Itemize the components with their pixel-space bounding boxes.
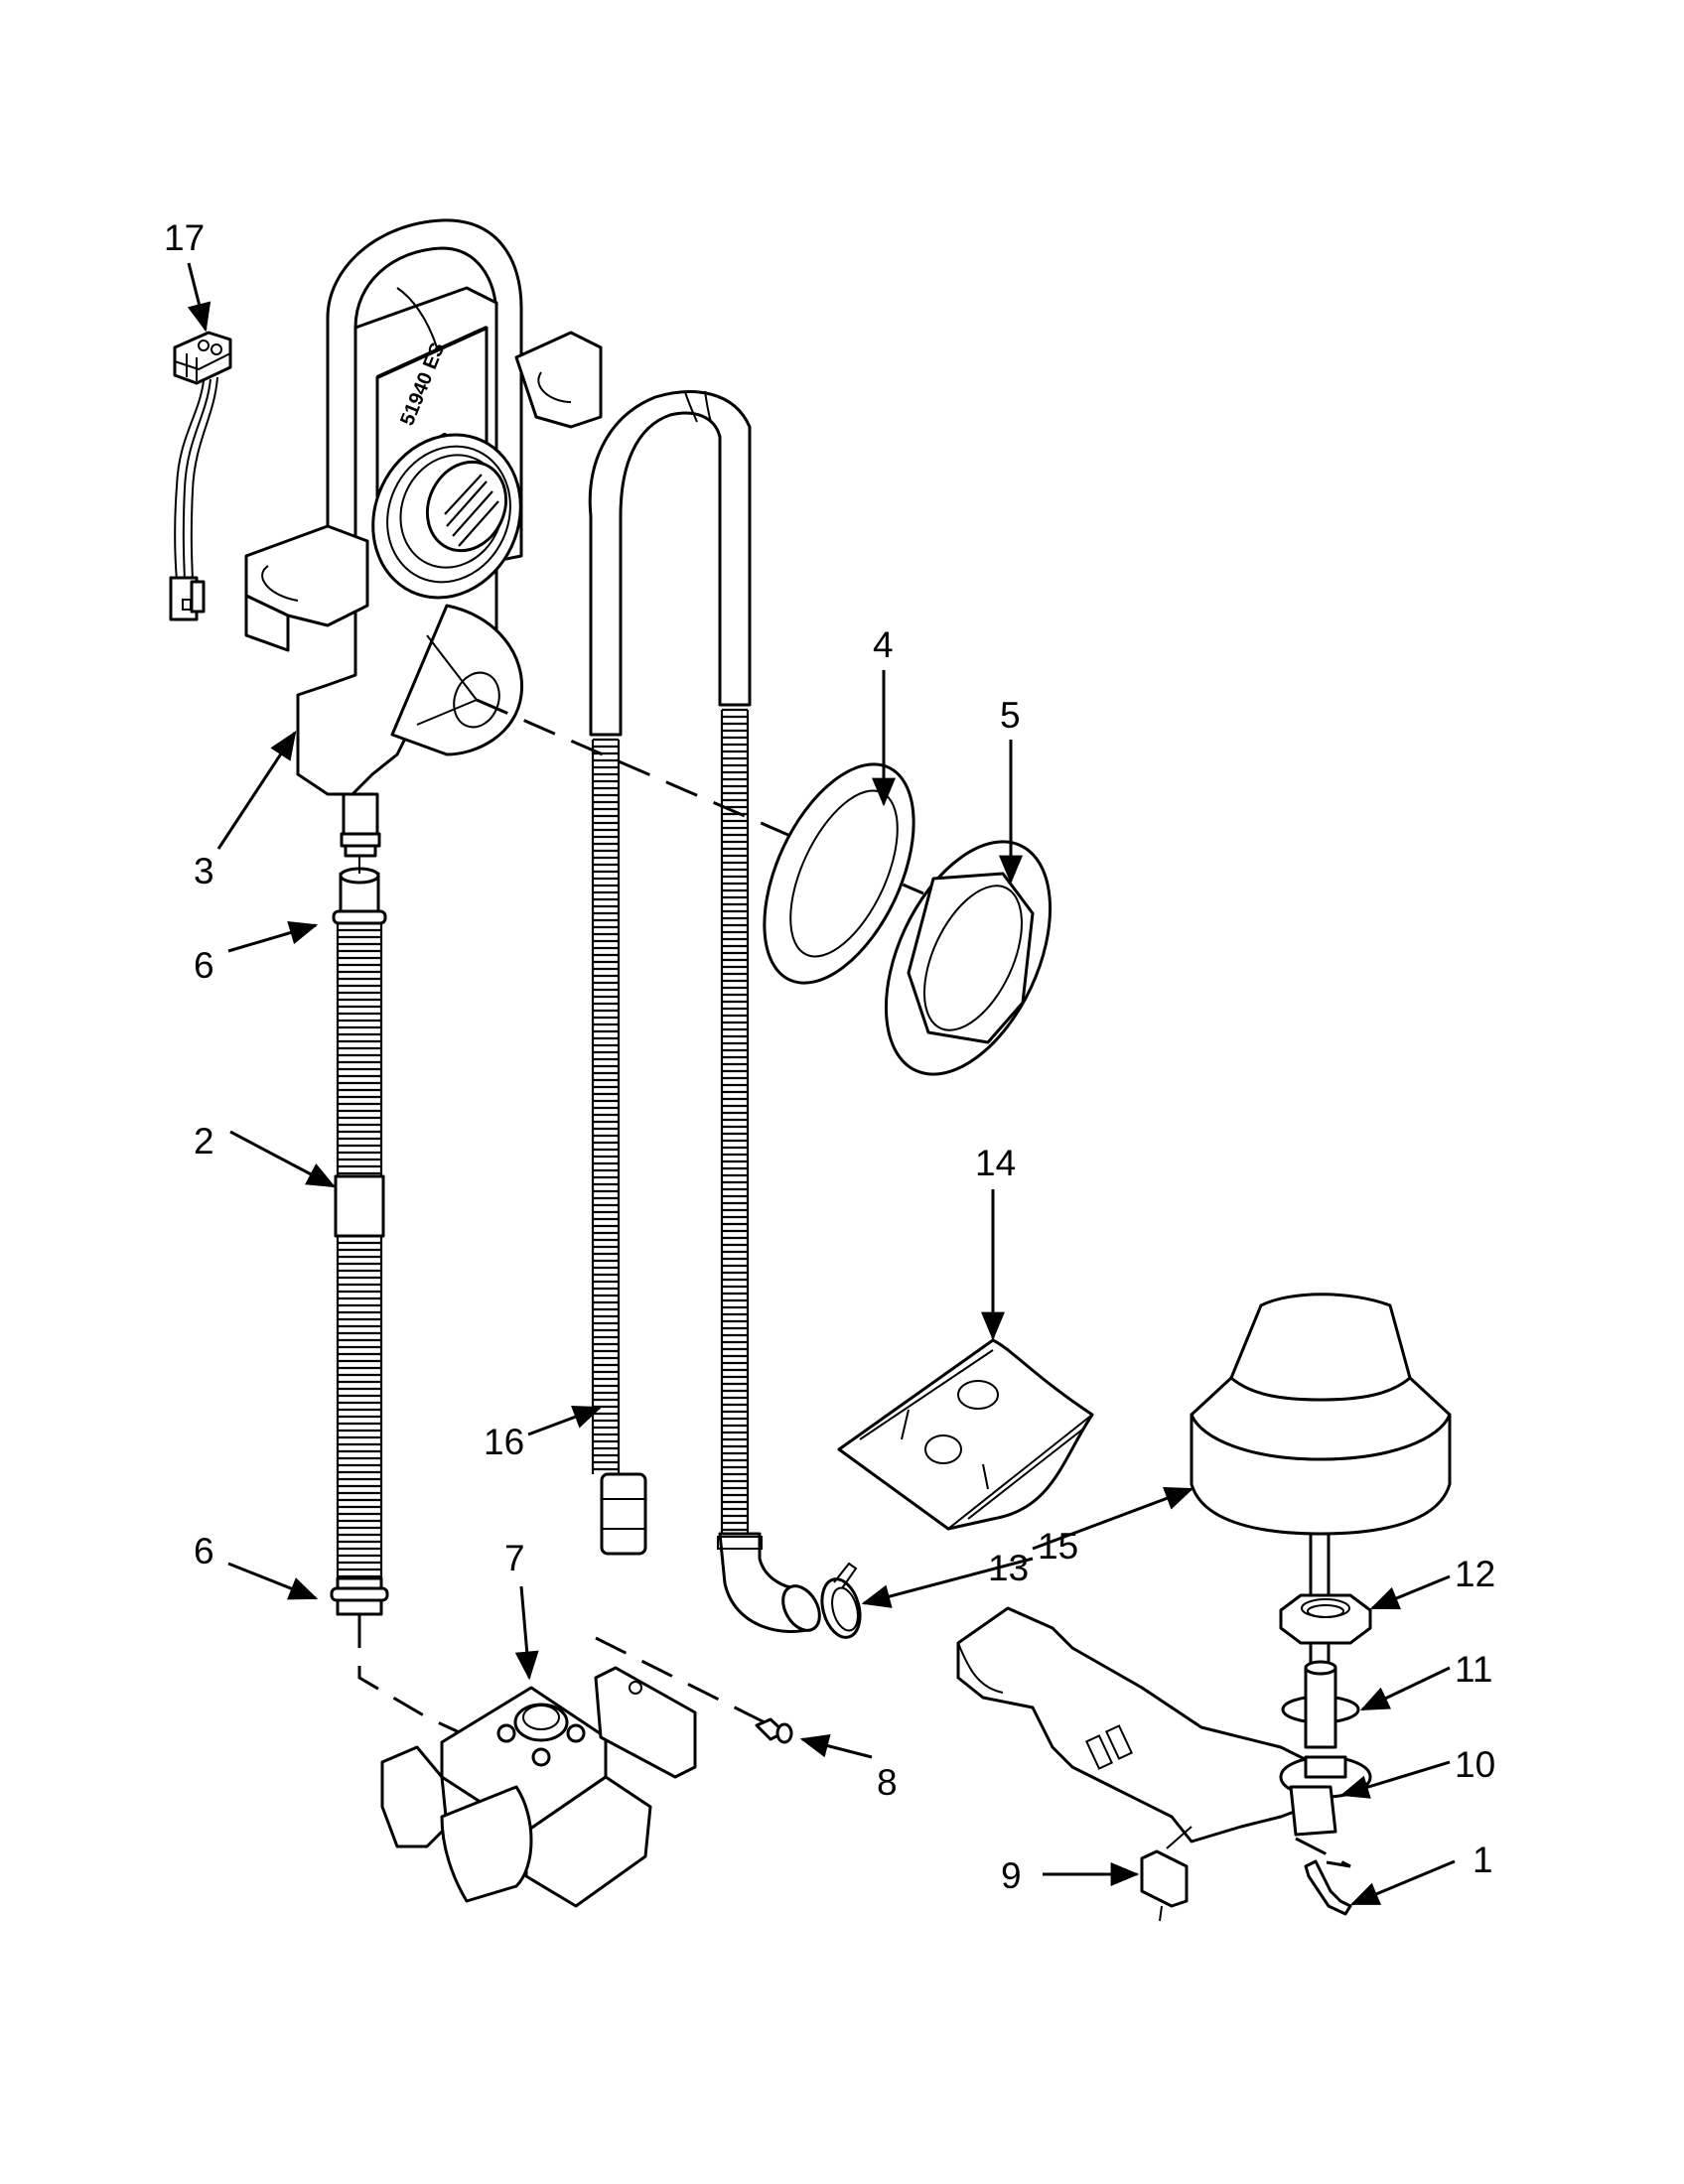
fill-hose-smooth-section bbox=[334, 1174, 385, 1238]
leader-17 bbox=[187, 262, 211, 333]
leader-12 bbox=[1369, 1574, 1451, 1610]
alignment-line-funnel bbox=[476, 698, 924, 895]
leader-13 bbox=[1032, 1487, 1194, 1551]
screw-part[interactable] bbox=[755, 1717, 793, 1744]
overfill-switch-part[interactable] bbox=[1140, 1826, 1193, 1922]
leader-15 bbox=[861, 1557, 1034, 1608]
callout-8[interactable]: 8 bbox=[877, 1762, 898, 1803]
leader-3 bbox=[216, 730, 297, 850]
nut-ring-part[interactable] bbox=[853, 816, 1084, 1100]
harness-connector-top bbox=[173, 331, 232, 385]
float-bracket-part[interactable] bbox=[956, 1606, 1372, 1843]
callout-leaders bbox=[187, 262, 1456, 1906]
leader-10 bbox=[1339, 1760, 1451, 1799]
alignment-line-valve-screw bbox=[595, 1636, 785, 1734]
water-inlet-valve-part[interactable] bbox=[380, 1666, 697, 1908]
callout-6-lower[interactable]: 6 bbox=[194, 1531, 214, 1571]
callout-3[interactable]: 3 bbox=[194, 851, 214, 891]
callout-7[interactable]: 7 bbox=[504, 1538, 525, 1578]
callout-10[interactable]: 10 bbox=[1455, 1744, 1495, 1785]
callout-15[interactable]: 15 bbox=[1038, 1526, 1078, 1567]
harness-wires bbox=[174, 376, 218, 582]
callout-6-upper[interactable]: 6 bbox=[194, 945, 214, 986]
callout-12[interactable]: 12 bbox=[1455, 1554, 1495, 1594]
valve-solenoid-connector bbox=[380, 1745, 449, 1848]
fill-hose-corrugation bbox=[336, 921, 383, 1578]
bag-hose-clamp-icon bbox=[924, 1434, 962, 1464]
leader-8 bbox=[799, 1733, 873, 1759]
callout-13[interactable]: 13 bbox=[988, 1548, 1029, 1588]
float-stem-guide-part[interactable] bbox=[1281, 1660, 1360, 1749]
bag-screw-icon-2 bbox=[982, 1463, 989, 1490]
leader-16 bbox=[527, 1406, 603, 1436]
callout-16[interactable]: 16 bbox=[484, 1422, 524, 1462]
nut-part[interactable] bbox=[1279, 1593, 1372, 1645]
callout-4[interactable]: 4 bbox=[873, 624, 894, 665]
switch-actuator-lever-part[interactable] bbox=[1295, 1837, 1352, 1916]
leader-1 bbox=[1349, 1859, 1456, 1906]
callout-17[interactable]: 17 bbox=[164, 217, 205, 258]
callout-labels: 17 3 6 2 6 7 8 9 1 10 11 12 13 14 15 16 … bbox=[164, 217, 1495, 1896]
valve-solenoid bbox=[440, 1785, 533, 1903]
fill-hose-part[interactable] bbox=[330, 867, 389, 1616]
bag-screw-icon bbox=[901, 1409, 910, 1440]
fill-funnel-assembly-part[interactable]: 51940 ES 1 bbox=[244, 218, 603, 858]
harness-connector-bottom bbox=[169, 576, 206, 621]
drain-hose-corrugation bbox=[591, 708, 750, 1534]
bracket-tab bbox=[1289, 1785, 1337, 1837]
leader-11 bbox=[1359, 1666, 1451, 1711]
callout-1[interactable]: 1 bbox=[1473, 1840, 1493, 1880]
leader-6b bbox=[227, 1562, 319, 1600]
callout-11[interactable]: 11 bbox=[1455, 1649, 1492, 1690]
drain-hose-part[interactable] bbox=[588, 390, 827, 1637]
callout-14[interactable]: 14 bbox=[975, 1143, 1016, 1183]
callout-9[interactable]: 9 bbox=[1001, 1855, 1022, 1896]
spring-clamp-part[interactable] bbox=[816, 1562, 866, 1642]
leader-6a bbox=[227, 920, 319, 953]
callout-2[interactable]: 2 bbox=[194, 1121, 214, 1161]
parts-bag-part[interactable] bbox=[837, 1338, 1094, 1531]
bag-clamp-icon bbox=[957, 1380, 999, 1410]
callout-5[interactable]: 5 bbox=[1000, 695, 1021, 736]
fill-port-rings bbox=[371, 433, 522, 600]
leader-2 bbox=[229, 1130, 337, 1188]
wire-harness-part[interactable] bbox=[169, 331, 232, 621]
leader-7 bbox=[514, 1585, 539, 1681]
